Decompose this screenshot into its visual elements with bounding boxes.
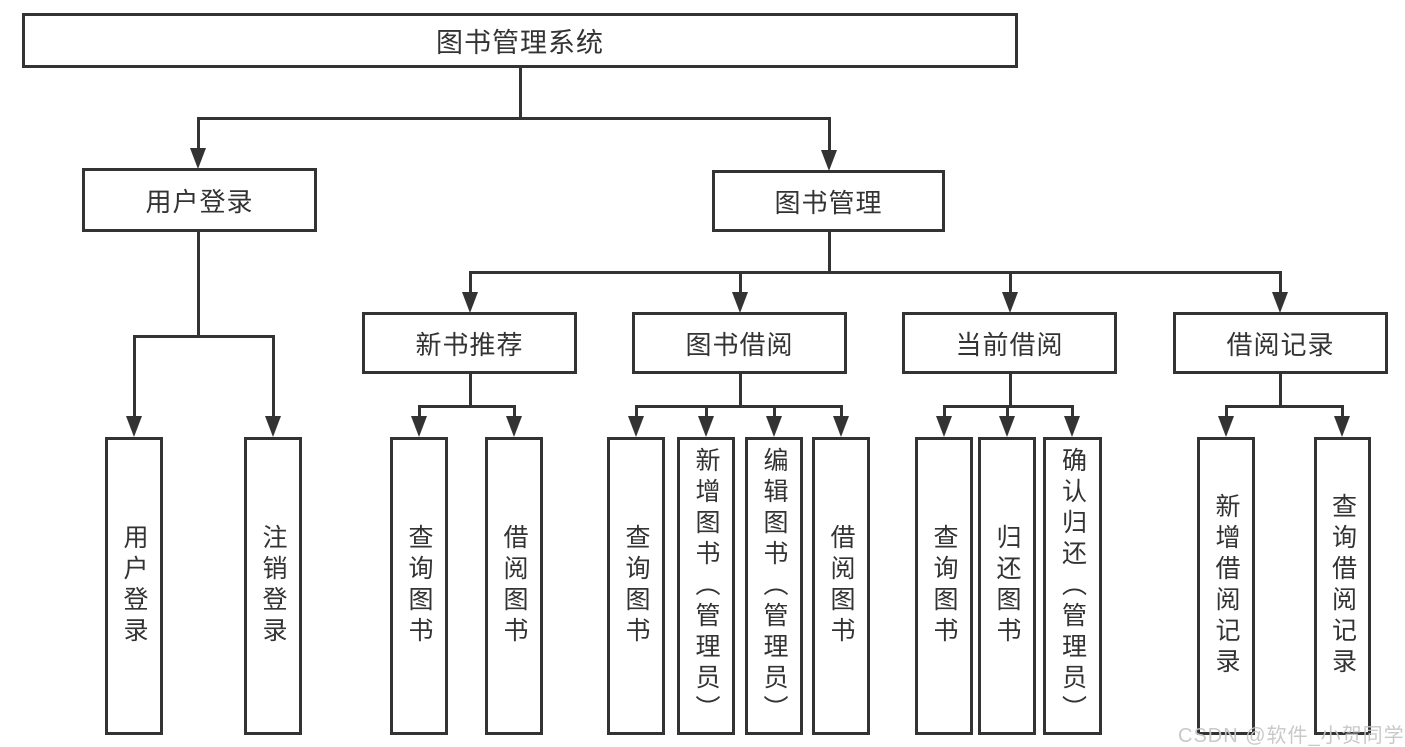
connector-line xyxy=(197,117,831,120)
connector-line xyxy=(418,405,516,408)
leaf-return-book: 归还图书 xyxy=(978,437,1036,735)
leaf-label: 用户登录 xyxy=(119,524,149,648)
arrow-down-icon xyxy=(1064,416,1080,437)
leaf-query-books-borrow: 查询图书 xyxy=(607,437,665,735)
leaf-label: 注销登录 xyxy=(258,524,288,648)
node-new-book-recommend: 新书推荐 xyxy=(362,312,577,374)
connector-line xyxy=(519,68,522,118)
leaf-borrow-books: 借阅图书 xyxy=(812,437,870,735)
leaf-label: 查询借阅记录 xyxy=(1328,493,1358,679)
connector-line xyxy=(1279,374,1282,407)
connector-line xyxy=(828,117,831,153)
watermark: CSDN @软件_小贺同学 xyxy=(1178,719,1405,747)
leaf-label: 编辑图书（管理员） xyxy=(759,447,789,726)
leaf-add-book-admin: 新增图书（管理员） xyxy=(677,437,735,735)
leaf-query-borrow-record: 查询借阅记录 xyxy=(1314,437,1371,735)
leaf-query-books-current: 查询图书 xyxy=(915,437,973,735)
arrow-down-icon xyxy=(698,416,714,437)
connector-line xyxy=(469,271,1282,274)
arrow-down-icon xyxy=(766,416,782,437)
node-book-management: 图书管理 xyxy=(712,170,945,232)
arrow-down-icon xyxy=(628,416,644,437)
arrow-down-icon xyxy=(821,150,837,171)
arrow-down-icon xyxy=(1272,292,1288,313)
arrow-down-icon xyxy=(126,416,142,437)
connector-line xyxy=(133,335,136,419)
connector-line xyxy=(133,335,275,338)
leaf-query-books-recommend: 查询图书 xyxy=(390,437,448,735)
leaf-user-login: 用户登录 xyxy=(105,437,163,735)
connector-line xyxy=(272,335,275,419)
leaf-borrow-books-recommend: 借阅图书 xyxy=(485,437,543,735)
node-book-borrow: 图书借阅 xyxy=(632,312,847,374)
connector-line xyxy=(1009,374,1012,407)
leaf-label: 归还图书 xyxy=(992,524,1022,648)
arrow-down-icon xyxy=(1334,416,1350,437)
leaf-label: 查询图书 xyxy=(929,524,959,648)
connector-line xyxy=(197,117,200,151)
leaf-add-borrow-record: 新增借阅记录 xyxy=(1197,437,1255,735)
node-library-management-system: 图书管理系统 xyxy=(22,13,1018,68)
arrow-down-icon xyxy=(411,416,427,437)
connector-line xyxy=(1225,405,1344,408)
arrow-down-icon xyxy=(1002,292,1018,313)
arrow-down-icon xyxy=(833,416,849,437)
leaf-label: 查询图书 xyxy=(404,524,434,648)
connector-line xyxy=(828,232,831,273)
connector-line xyxy=(197,232,200,337)
arrow-down-icon xyxy=(506,416,522,437)
connector-line xyxy=(739,374,742,407)
arrow-down-icon xyxy=(936,416,952,437)
arrow-down-icon xyxy=(999,416,1015,437)
leaf-label: 借阅图书 xyxy=(499,524,529,648)
connector-line xyxy=(469,374,472,407)
node-current-borrow: 当前借阅 xyxy=(902,312,1117,374)
leaf-label: 新增图书（管理员） xyxy=(691,447,721,726)
arrow-down-icon xyxy=(1218,416,1234,437)
connector-line xyxy=(635,405,843,408)
leaf-confirm-return-admin: 确认归还（管理员） xyxy=(1043,437,1102,735)
leaf-label: 新增借阅记录 xyxy=(1211,493,1241,679)
arrow-down-icon xyxy=(265,416,281,437)
arrow-down-icon xyxy=(190,148,206,169)
leaf-edit-book-admin: 编辑图书（管理员） xyxy=(745,437,803,735)
arrow-down-icon xyxy=(732,292,748,313)
arrow-down-icon xyxy=(462,292,478,313)
leaf-label: 查询图书 xyxy=(621,524,651,648)
node-borrow-records: 借阅记录 xyxy=(1173,312,1388,374)
leaf-label: 借阅图书 xyxy=(826,524,856,648)
leaf-logout: 注销登录 xyxy=(244,437,302,735)
leaf-label: 确认归还（管理员） xyxy=(1058,447,1088,726)
node-user-login: 用户登录 xyxy=(82,168,317,232)
